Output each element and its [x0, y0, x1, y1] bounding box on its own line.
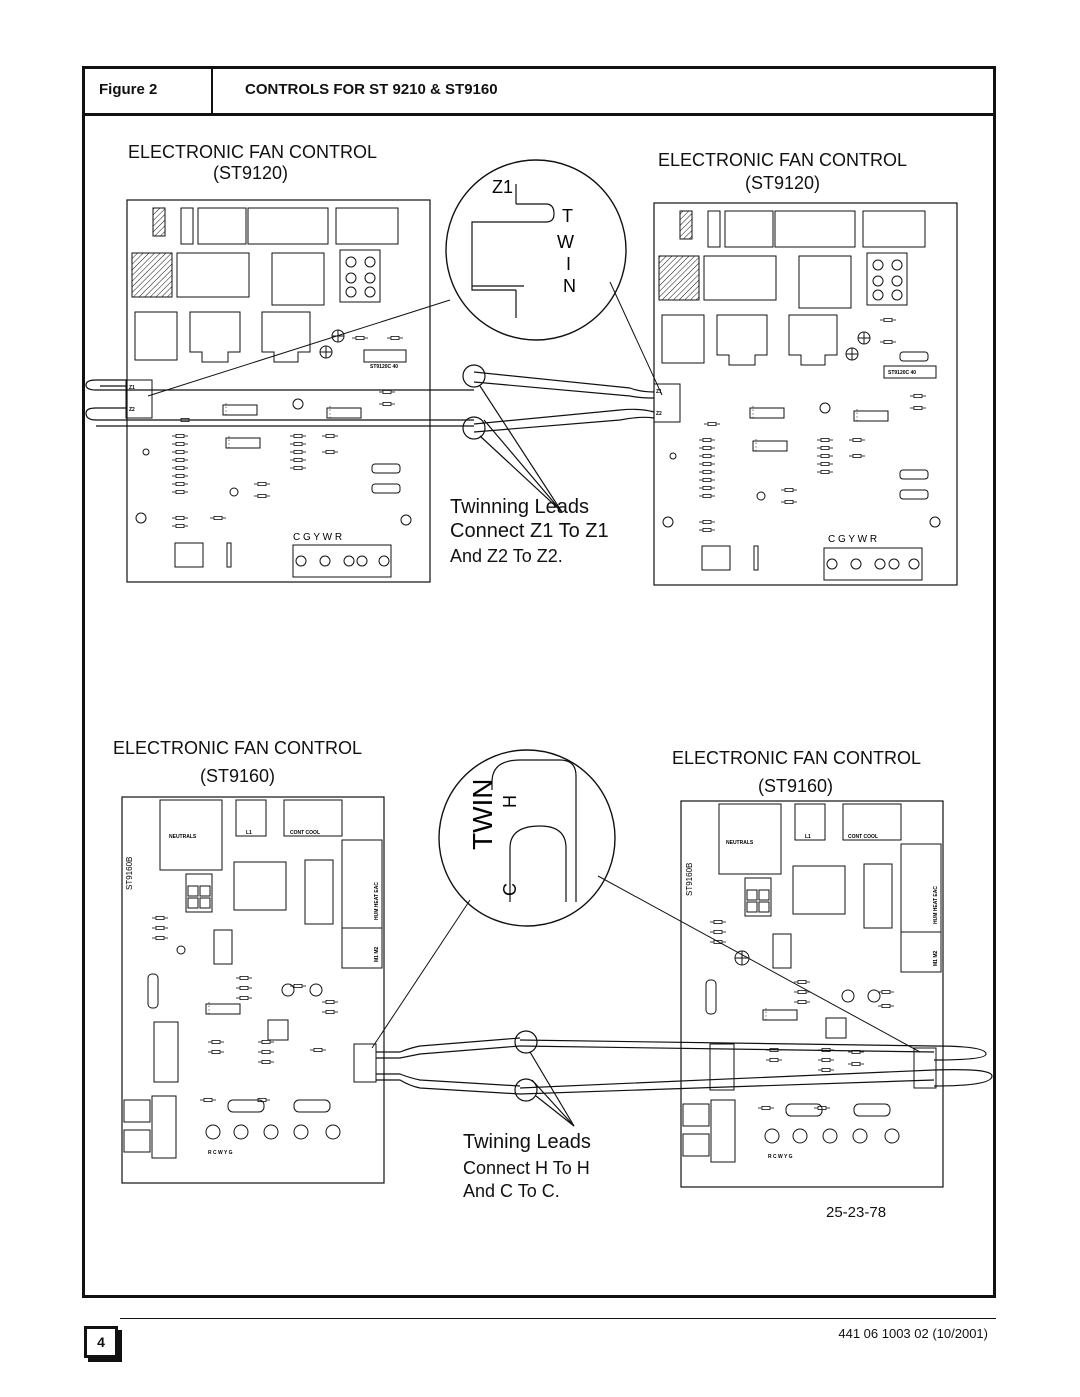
- board-title-top-right: ELECTRONIC FAN CONTROL: [658, 150, 908, 170]
- svg-text:Z1: Z1: [129, 385, 135, 391]
- board-title-bottom-left: ELECTRONIC FAN CONTROL: [113, 738, 363, 758]
- twin-letter: I: [566, 254, 571, 274]
- svg-text:M1 M2: M1 M2: [933, 951, 939, 967]
- part-label: ST9160B: [125, 857, 134, 890]
- figure-frame: Figure 2 CONTROLS FOR ST 9210 & ST9160: [82, 66, 996, 1298]
- figure-code: 25-23-78: [826, 1204, 887, 1221]
- svg-text:R C W Y: R C W Y G: [768, 1154, 793, 1160]
- twin-label: TWIN: [467, 778, 498, 850]
- twin-detail-bottom: TWIN H C: [371, 749, 921, 1053]
- figure-header: Figure 2 CONTROLS FOR ST 9210 & ST9160: [85, 69, 993, 116]
- board-model-top-right: (ST9120): [745, 173, 821, 193]
- svg-text:NEUTRALS: NEUTRALS: [169, 834, 197, 840]
- svg-text:Z1: Z1: [656, 389, 662, 395]
- note-top-line1: Twinning Leads: [450, 496, 589, 518]
- twin-detail-top: Z1 T W I N: [147, 159, 663, 397]
- svg-text:L1: L1: [246, 830, 252, 836]
- z1-label: Z1: [492, 177, 513, 197]
- svg-text:HUM HEAT EAC: HUM HEAT EAC: [374, 882, 380, 920]
- part-label: ST9160B: [685, 863, 694, 896]
- board-bottom-right: NEUTRALS L1 CONT COOL ST9160B HUM HEAT E…: [680, 800, 944, 1188]
- svg-text:CONT COOL: CONT COOL: [848, 834, 878, 840]
- c-label: C: [500, 883, 520, 896]
- page-number: 4: [84, 1326, 118, 1358]
- header-divider: [211, 69, 213, 113]
- note-bottom-line3: And C To C.: [463, 1181, 560, 1201]
- svg-text:Z2: Z2: [656, 411, 662, 417]
- board-model-bottom-right: (ST9160): [758, 776, 834, 796]
- svg-text:R C W Y: R C W Y G: [208, 1150, 233, 1156]
- model: ST9120: [751, 173, 815, 193]
- board-title-top-left: ELECTRONIC FAN CONTROL: [128, 142, 378, 162]
- note-bottom-line2: Connect H To H: [463, 1158, 590, 1178]
- svg-text:M1 M2: M1 M2: [374, 947, 380, 963]
- h-label: H: [500, 795, 520, 808]
- svg-text:Z2: Z2: [129, 407, 135, 413]
- note-top-line3: And Z2 To Z2.: [450, 546, 563, 566]
- svg-text:L1: L1: [805, 834, 811, 840]
- board-title-bottom-right: ELECTRONIC FAN CONTROL: [672, 748, 922, 768]
- twin-letter: W: [557, 232, 574, 252]
- board-model-top-left: (ST9120): [213, 163, 289, 183]
- board-model-bottom-left: (ST9160): [200, 766, 276, 786]
- twin-letter: T: [562, 206, 573, 226]
- bottom-twinning-leads: [376, 1030, 993, 1127]
- part-label: ST9120C 40: [888, 370, 916, 376]
- twin-letter: N: [563, 276, 576, 296]
- document-number: 441 06 1003 02 (10/2001): [838, 1326, 988, 1341]
- terminal-labels: C G Y W R: [293, 532, 342, 543]
- figure-title: CONTROLS FOR ST 9210 & ST9160: [245, 81, 498, 98]
- model: ST9160: [206, 766, 270, 786]
- terminal-labels: C G Y W R: [828, 534, 877, 545]
- top-twinning-leads: [85, 364, 655, 513]
- figure-label: Figure 2: [99, 81, 158, 98]
- model: ST9160: [764, 776, 828, 796]
- footer-rule: [120, 1318, 996, 1319]
- note-bottom-line1: Twining Leads: [463, 1131, 591, 1153]
- svg-text:CONT COOL: CONT COOL: [290, 830, 320, 836]
- svg-text:NEUTRALS: NEUTRALS: [726, 840, 754, 846]
- svg-text:HUM HEAT EAC: HUM HEAT EAC: [933, 886, 939, 924]
- part-label: ST9120C 40: [370, 364, 398, 370]
- note-top-line2: Connect Z1 To Z1: [450, 520, 609, 542]
- model: ST9120: [219, 163, 283, 183]
- board-bottom-left: NEUTRALS L1 CONT COOL ST9160B HUM HEAT E…: [121, 796, 385, 1184]
